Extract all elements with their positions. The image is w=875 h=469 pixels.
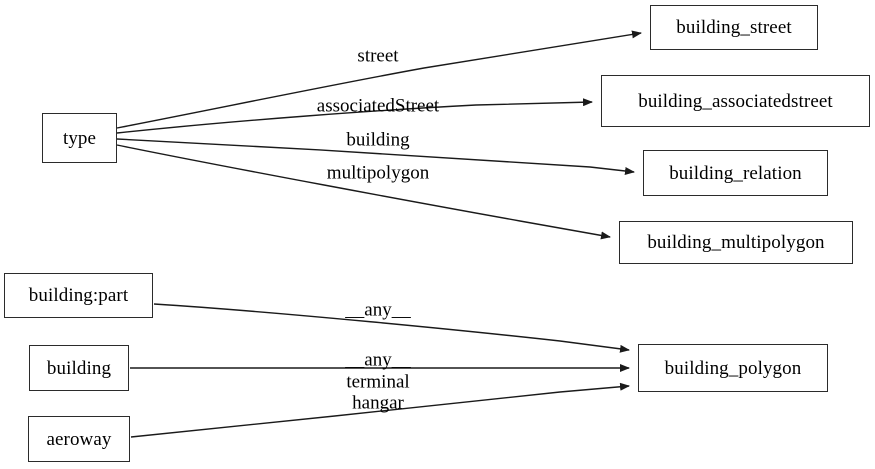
node-building-associatedstreet[interactable]: building_associatedstreet	[601, 75, 870, 127]
node-building-polygon[interactable]: building_polygon	[638, 344, 828, 392]
node-label: building_multipolygon	[647, 232, 825, 253]
node-label: building_associatedstreet	[638, 90, 833, 112]
node-label: building:part	[28, 285, 129, 306]
edge-label-street: street	[357, 45, 399, 67]
node-label: building_street	[676, 17, 792, 38]
node-type[interactable]: type	[42, 113, 117, 163]
node-label: building_relation	[669, 162, 802, 184]
edge-label-associatedstreet: associatedStreet	[316, 95, 440, 117]
node-aeroway[interactable]: aeroway	[28, 416, 130, 462]
node-building-multipolygon[interactable]: building_multipolygon	[619, 221, 853, 264]
node-label: building	[46, 357, 112, 379]
node-building-street[interactable]: building_street	[650, 5, 818, 50]
edge-label-hangar: hangar	[352, 392, 404, 414]
edge-type-building_multipolygon	[116, 144, 611, 240]
edge-label-multipolygon: multipolygon	[326, 162, 430, 184]
node-building-part[interactable]: building:part	[4, 273, 153, 318]
edge-label-any-part: __any__	[345, 299, 411, 321]
edge-label-building: building	[346, 129, 410, 151]
node-label: type	[62, 127, 97, 149]
edge-label-terminal: terminal	[346, 371, 410, 393]
node-building[interactable]: building	[29, 345, 129, 391]
node-label: building_polygon	[664, 357, 802, 379]
node-label: aeroway	[46, 428, 112, 450]
node-building-relation[interactable]: building_relation	[643, 150, 828, 196]
edge-label-any-building: __any__	[345, 349, 411, 371]
